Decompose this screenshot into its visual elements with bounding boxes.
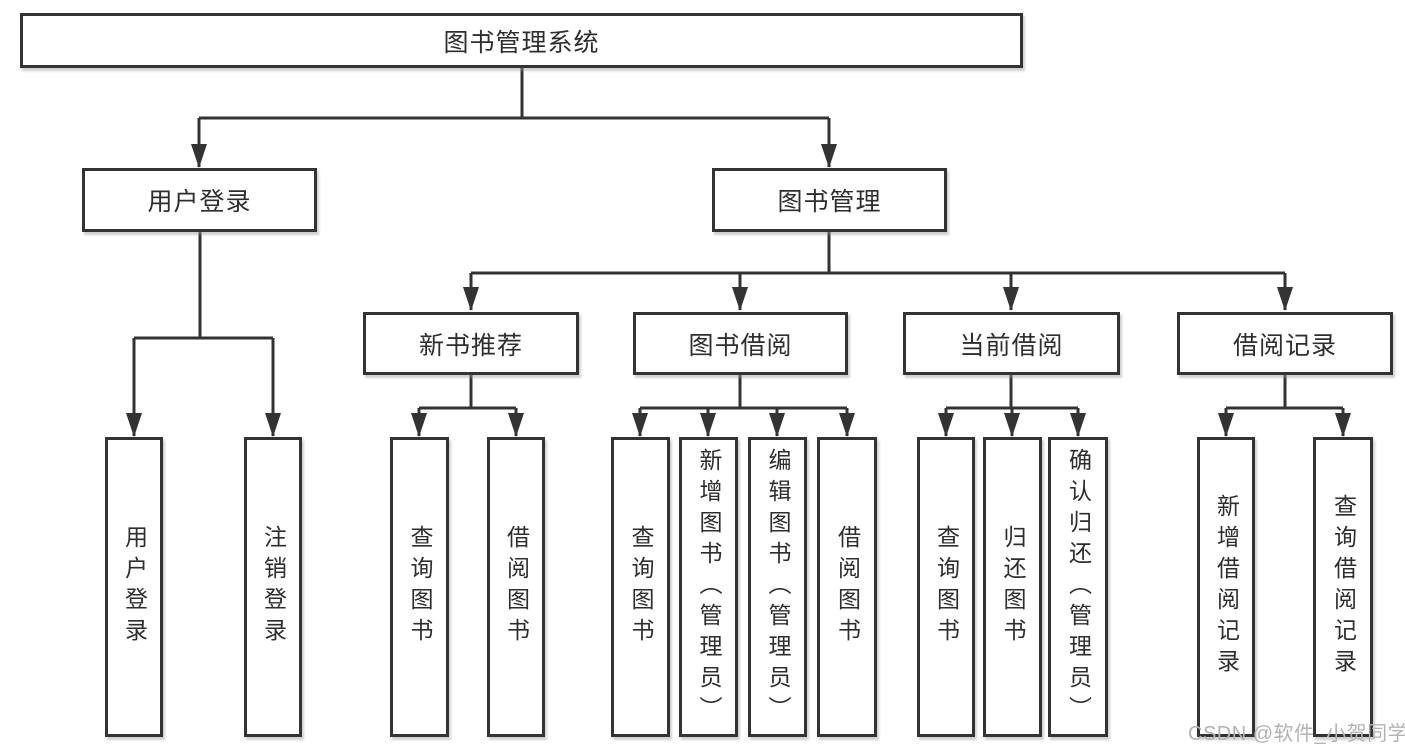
csdn-watermark: CSDN @软件_小贺同学 bbox=[1188, 723, 1405, 745]
node-user-login: 用户登录 bbox=[82, 168, 317, 232]
leaf-cb-query-books: 查询图书 bbox=[917, 437, 975, 737]
leaf-cb-confirm-return-admin: 确认归还（管理员） bbox=[1048, 437, 1108, 737]
leaf-nb-query-books: 查询图书 bbox=[390, 437, 449, 737]
leaf-cb-return-books: 归还图书 bbox=[983, 437, 1042, 737]
leaf-br-query-record: 查询借阅记录 bbox=[1313, 437, 1373, 737]
node-book-management: 图书管理 bbox=[712, 168, 947, 232]
node-current-borrowing: 当前借阅 bbox=[903, 312, 1120, 375]
node-borrowing-records: 借阅记录 bbox=[1177, 312, 1393, 375]
leaf-bb-query-books: 查询图书 bbox=[611, 437, 670, 737]
node-library-management-system: 图书管理系统 bbox=[20, 13, 1023, 68]
node-book-borrowing: 图书借阅 bbox=[633, 312, 848, 375]
leaf-br-add-record: 新增借阅记录 bbox=[1197, 437, 1255, 737]
leaf-bb-add-books-admin: 新增图书（管理员） bbox=[679, 437, 738, 737]
leaf-bb-borrow-books: 借阅图书 bbox=[817, 437, 877, 737]
leaf-nb-borrow-books: 借阅图书 bbox=[487, 437, 545, 737]
node-new-book-recommendation: 新书推荐 bbox=[363, 312, 579, 375]
leaf-logout: 注销登录 bbox=[244, 437, 302, 737]
leaf-bb-edit-books-admin: 编辑图书（管理员） bbox=[748, 437, 807, 737]
leaf-user-login: 用户登录 bbox=[105, 437, 163, 737]
